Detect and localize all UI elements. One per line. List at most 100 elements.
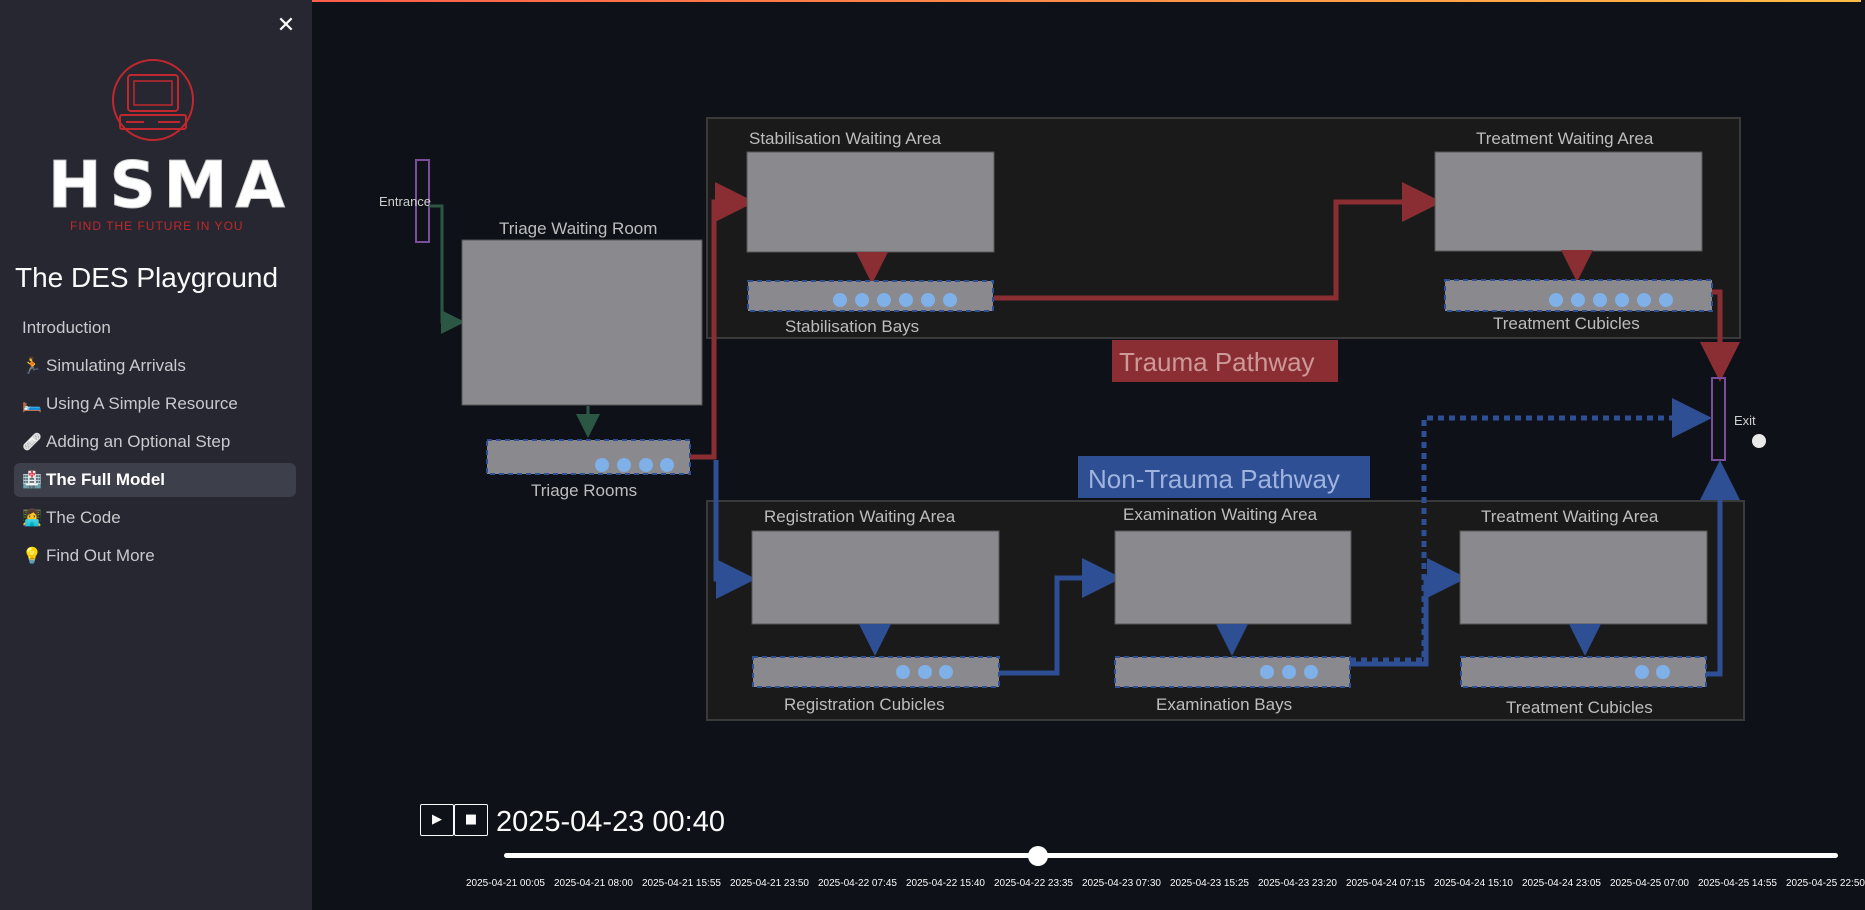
slider-tick-label: 2025-04-23 23:20 — [1258, 878, 1337, 889]
nav-item-optional-step[interactable]: 🩹 Adding an Optional Step — [14, 425, 296, 459]
close-icon[interactable]: ✕ — [276, 13, 296, 38]
slider-tick-label: 2025-04-25 07:00 — [1610, 878, 1689, 889]
trauma-to-exit-arrow — [1700, 289, 1740, 382]
exam-waiting-box — [1114, 530, 1352, 625]
patient-marker — [617, 458, 631, 472]
exam-bays-label: Examination Bays — [1156, 695, 1292, 714]
nav-item-introduction[interactable]: Introduction — [14, 311, 296, 345]
slider-tick-label: 2025-04-22 23:35 — [994, 878, 1073, 889]
triage-rooms-label: Triage Rooms — [531, 481, 637, 500]
reg-to-exam-arrow — [999, 558, 1122, 676]
slider-tick-label: 2025-04-22 07:45 — [818, 878, 897, 889]
bed-icon: 🛏️ — [22, 396, 42, 413]
logo-wordmark: HSMA — [48, 149, 293, 224]
patient-marker — [660, 458, 674, 472]
lightbulb-icon: 💡 — [22, 548, 42, 565]
stab-waiting-box — [746, 151, 995, 253]
reg-cubicles-label: Registration Cubicles — [784, 695, 945, 714]
hsma-logo: HSMA FIND THE FUTURE IN YOU — [40, 55, 285, 235]
nav-label: The Full Model — [46, 470, 165, 489]
process-diagram: Entrance Triage Waiting Room Triage Room… — [379, 117, 1766, 721]
exam-to-exit-dotted-arrow — [1350, 398, 1712, 663]
nav-label: Using A Simple Resource — [46, 394, 238, 413]
sidebar: ✕ HSMA FIND THE FUTURE IN YOU The DES Pl… — [0, 0, 312, 910]
patient-marker — [918, 665, 932, 679]
entrance-marker — [415, 159, 430, 243]
main-content: Entrance Triage Waiting Room Triage Room… — [312, 0, 1865, 910]
patient-marker — [833, 293, 847, 307]
patient-marker — [1593, 293, 1607, 307]
stab-bays-box — [747, 280, 994, 312]
patient-marker — [1549, 293, 1563, 307]
hospital-icon: 🏥 — [22, 472, 42, 489]
slider-tick-label: 2025-04-24 07:15 — [1346, 878, 1425, 889]
nav-item-simple-resource[interactable]: 🛏️ Using A Simple Resource — [14, 387, 296, 421]
patient-marker — [1282, 665, 1296, 679]
slider-tick-label: 2025-04-21 15:55 — [642, 878, 721, 889]
nav-item-the-code[interactable]: 👩‍💻 The Code — [14, 501, 296, 535]
patient-marker — [1637, 293, 1651, 307]
slider-tick-label: 2025-04-25 22:50 — [1786, 878, 1865, 889]
slider-tick-label: 2025-04-23 07:30 — [1082, 878, 1161, 889]
non-trauma-pathway-badge — [1078, 456, 1370, 498]
patient-marker — [877, 293, 891, 307]
slider-tick-label: 2025-04-24 23:05 — [1522, 878, 1601, 889]
stab-to-treat-arrow — [994, 182, 1442, 301]
entrance-label: Entrance — [379, 194, 431, 209]
entrance-arrow — [429, 204, 465, 334]
technologist-icon: 👩‍💻 — [22, 510, 42, 527]
bandage-icon: 🩹 — [22, 434, 42, 451]
reg-waiting-box — [751, 530, 1000, 625]
app-title: The DES Playground — [15, 262, 279, 293]
nt-treat-waiting-label: Treatment Waiting Area — [1481, 507, 1659, 526]
trauma-treat-cubicles-label: Treatment Cubicles — [1493, 314, 1640, 333]
exit-marker — [1711, 377, 1726, 461]
trauma-pathway-badge — [1112, 340, 1338, 382]
time-slider-track[interactable] — [504, 853, 1838, 858]
patient-marker — [639, 458, 653, 472]
patient-marker — [855, 293, 869, 307]
triage-rooms-box — [486, 439, 691, 475]
patient-marker — [1304, 665, 1318, 679]
patient-marker — [595, 458, 609, 472]
slider-tick-label: 2025-04-21 23:50 — [730, 878, 809, 889]
patient-marker — [1571, 293, 1585, 307]
slider-tick-label: 2025-04-21 00:05 — [466, 878, 545, 889]
slider-ticks: 2025-04-21 00:05 2025-04-21 08:00 2025-04-… — [466, 878, 1865, 898]
nav-item-full-model[interactable]: 🏥 The Full Model — [14, 463, 296, 497]
exit-label: Exit — [1734, 413, 1756, 428]
nav-label: Find Out More — [46, 546, 155, 565]
trauma-treat-waiting-box — [1434, 151, 1703, 252]
computer-logo-icon — [112, 59, 194, 141]
patient-marker — [1656, 665, 1670, 679]
exam-waiting-label: Examination Waiting Area — [1123, 505, 1318, 524]
triage-waiting-label: Triage Waiting Room — [499, 219, 657, 238]
nt-treat-to-exit-arrow — [1700, 460, 1740, 677]
nav-item-simulating-arrivals[interactable]: 🏃 Simulating Arrivals — [14, 349, 296, 383]
time-slider-thumb[interactable] — [1027, 846, 1048, 866]
top-accent-bar — [0, 0, 1861, 2]
slider-tick-label: 2025-04-21 08:00 — [554, 878, 633, 889]
logo-tagline: FIND THE FUTURE IN YOU — [70, 219, 244, 233]
sidebar-nav: Introduction 🏃 Simulating Arrivals 🛏️ Us… — [14, 311, 296, 577]
nav-label: Adding an Optional Step — [46, 432, 231, 451]
nav-item-find-out-more[interactable]: 💡 Find Out More — [14, 539, 296, 573]
stop-button[interactable]: ■ — [454, 804, 488, 836]
nt-treat-waiting-box — [1459, 530, 1708, 625]
simulation-timestamp: 2025-04-23 00:40 — [496, 806, 725, 838]
play-button[interactable]: ▶ — [420, 804, 454, 836]
nav-label: Simulating Arrivals — [46, 356, 186, 375]
nav-label: Introduction — [22, 318, 111, 337]
patient-marker — [896, 665, 910, 679]
stab-waiting-label: Stabilisation Waiting Area — [749, 129, 942, 148]
stab-bays-label: Stabilisation Bays — [785, 317, 919, 336]
nt-treat-cubicles-label: Treatment Cubicles — [1506, 698, 1653, 717]
slider-tick-label: 2025-04-23 15:25 — [1170, 878, 1249, 889]
patient-marker — [921, 293, 935, 307]
slider-tick-label: 2025-04-24 15:10 — [1434, 878, 1513, 889]
triage-to-non-trauma-arrow — [713, 460, 756, 599]
reg-waiting-label: Registration Waiting Area — [764, 507, 956, 526]
patient-marker — [1260, 665, 1274, 679]
nav-label: The Code — [46, 508, 121, 527]
trauma-pathway-label: Trauma Pathway — [1119, 347, 1315, 377]
